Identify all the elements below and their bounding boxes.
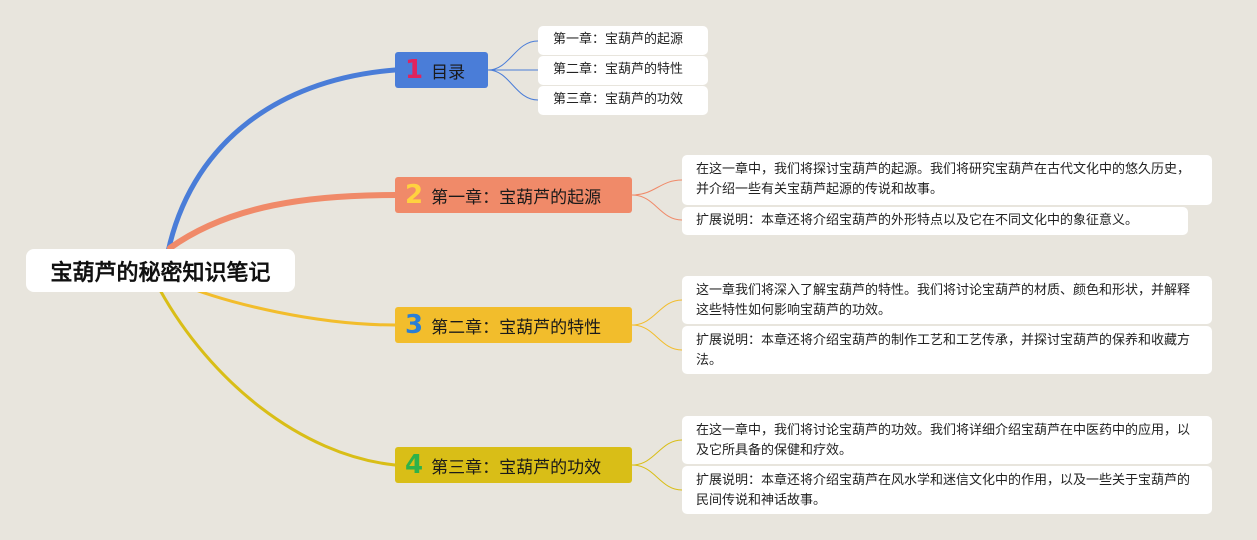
note-text: 扩展说明：本章还将介绍宝葫芦的外形特点以及它在不同文化中的象征意义。 <box>696 213 1139 228</box>
note-text: 在这一章中，我们将探讨宝葫芦的起源。我们将研究宝葫芦在古代文化中的悠久历史，并介… <box>696 162 1191 197</box>
connector-b4-c2 <box>631 464 683 491</box>
chapter-3-summary-note[interactable]: 在这一章中，我们将讨论宝葫芦的功效。我们将详细介绍宝葫芦在中医药中的应用，以及它… <box>682 416 1212 464</box>
connector-root-branch4 <box>158 288 397 467</box>
branch-node-chapter-1[interactable]: 2 第一章：宝葫芦的起源 <box>395 177 632 213</box>
chapter-3-extension-note[interactable]: 扩展说明：本章还将介绍宝葫芦在风水学和迷信文化中的作用，以及一些关于宝葫芦的民间… <box>682 466 1212 514</box>
root-node[interactable]: 宝葫芦的秘密知识笔记 <box>26 249 295 292</box>
branch-node-toc[interactable]: 1 目录 <box>395 52 488 88</box>
branch-label: 目录 <box>431 62 466 83</box>
toc-item-label: 第三章：宝葫芦的功效 <box>553 92 684 107</box>
branch-label: 第三章：宝葫芦的功效 <box>431 457 602 478</box>
connector-root-branch2 <box>167 192 398 251</box>
toc-item-label: 第二章：宝葫芦的特性 <box>553 62 684 77</box>
connector-b3-c2 <box>631 324 683 351</box>
connector-b4-c1 <box>631 439 683 466</box>
chapter-2-summary-note[interactable]: 这一章我们将深入了解宝葫芦的特性。我们将讨论宝葫芦的材质、颜色和形状，并解释这些… <box>682 276 1212 324</box>
branch-label: 第二章：宝葫芦的特性 <box>431 317 602 338</box>
toc-item[interactable]: 第三章：宝葫芦的功效 <box>538 86 708 115</box>
chapter-1-extension-note[interactable]: 扩展说明：本章还将介绍宝葫芦的外形特点以及它在不同文化中的象征意义。 <box>682 207 1188 235</box>
number-badge-1: 1 <box>405 55 424 85</box>
root-title: 宝葫芦的秘密知识笔记 <box>50 260 271 286</box>
number-badge-3: 3 <box>405 310 424 340</box>
number-badge-4: 4 <box>405 450 424 480</box>
note-text: 扩展说明：本章还将介绍宝葫芦的制作工艺和工艺传承，并探讨宝葫芦的保养和收藏方法。 <box>696 333 1191 368</box>
chapter-2-extension-note[interactable]: 扩展说明：本章还将介绍宝葫芦的制作工艺和工艺传承，并探讨宝葫芦的保养和收藏方法。 <box>682 326 1212 374</box>
connector-b1-c1 <box>487 40 539 71</box>
chapter-1-summary-note[interactable]: 在这一章中，我们将探讨宝葫芦的起源。我们将研究宝葫芦在古代文化中的悠久历史，并介… <box>682 155 1212 205</box>
note-text: 在这一章中，我们将讨论宝葫芦的功效。我们将详细介绍宝葫芦在中医药中的应用，以及它… <box>696 423 1191 458</box>
connector-b1-c3 <box>487 69 539 101</box>
connector-b2-c2 <box>631 194 683 221</box>
branch-node-chapter-2[interactable]: 3 第二章：宝葫芦的特性 <box>395 307 632 343</box>
branch-node-chapter-3[interactable]: 4 第三章：宝葫芦的功效 <box>395 447 632 483</box>
toc-item[interactable]: 第二章：宝葫芦的特性 <box>538 56 708 85</box>
number-badge-2: 2 <box>405 180 424 210</box>
connector-root-branch1 <box>165 67 398 255</box>
branch-label: 第一章：宝葫芦的起源 <box>431 187 602 208</box>
note-text: 扩展说明：本章还将介绍宝葫芦在风水学和迷信文化中的作用，以及一些关于宝葫芦的民间… <box>696 473 1191 508</box>
note-text: 这一章我们将深入了解宝葫芦的特性。我们将讨论宝葫芦的材质、颜色和形状，并解释这些… <box>696 283 1191 318</box>
toc-item-label: 第一章：宝葫芦的起源 <box>553 32 684 47</box>
connector-b2-c1 <box>631 179 683 196</box>
connector-b3-c1 <box>631 299 683 326</box>
toc-item[interactable]: 第一章：宝葫芦的起源 <box>538 26 708 55</box>
